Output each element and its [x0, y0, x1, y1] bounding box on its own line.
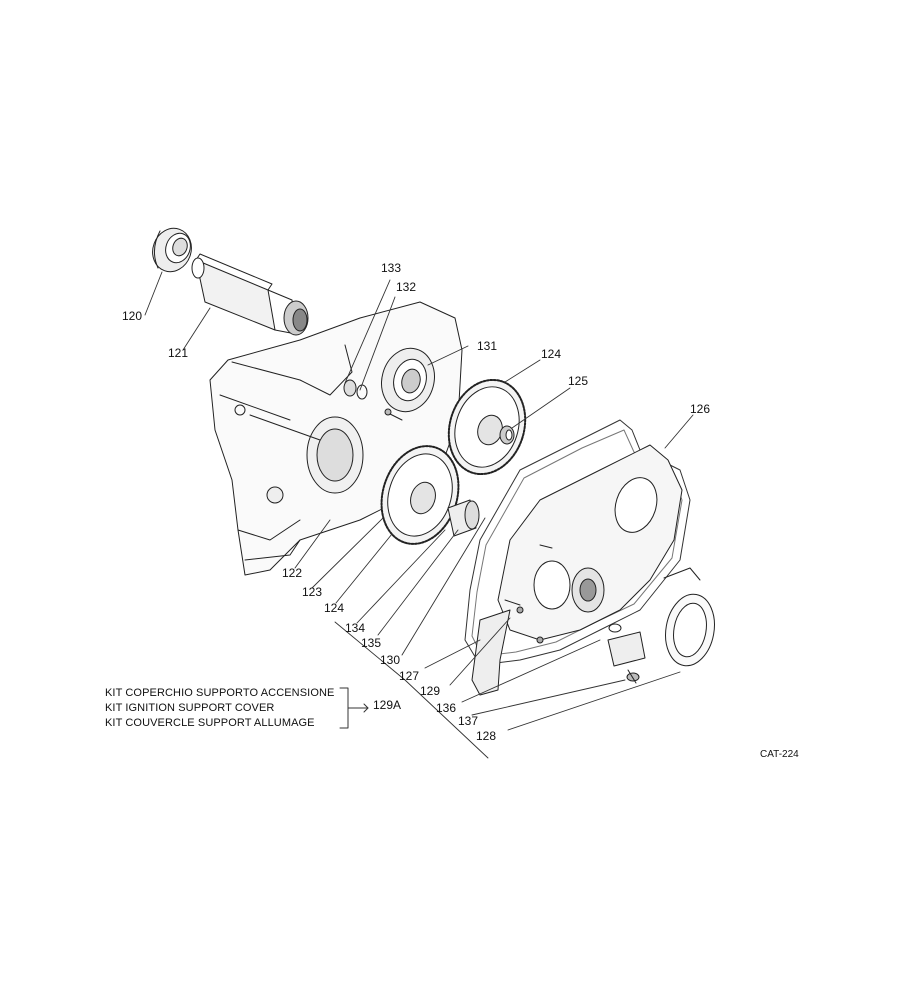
bracket-129 — [471, 609, 511, 696]
callout-labels: 120 121 133 132 131 124 125 126 122 123 … — [122, 261, 710, 743]
kit-label-french: KIT COUVERCLE SUPPORT ALLUMAGE — [105, 717, 315, 729]
bearing-120 — [152, 227, 192, 273]
callout-130: 130 — [380, 653, 400, 667]
callout-133: 133 — [381, 261, 401, 275]
callout-124-upper: 124 — [541, 347, 561, 361]
seal-ring-128 — [663, 567, 715, 667]
callout-127: 127 — [399, 669, 419, 683]
screw-137 — [626, 669, 640, 684]
gear-124-upper — [447, 378, 527, 476]
leader-lines — [144, 271, 694, 759]
callout-123: 123 — [302, 585, 322, 599]
clamp-136 — [607, 623, 646, 667]
callout-134: 134 — [345, 621, 365, 635]
callout-136: 136 — [436, 701, 456, 715]
gear-124-lower — [380, 445, 460, 545]
bushing-125 — [499, 425, 515, 445]
callout-129: 129 — [420, 684, 440, 698]
kit-label-italian: KIT COPERCHIO SUPPORTO ACCENSIONE — [105, 687, 335, 699]
kit-bracket — [339, 687, 369, 729]
ring-133 — [343, 379, 357, 397]
callout-124-lower: 124 — [324, 601, 344, 615]
callout-128: 128 — [476, 729, 496, 743]
callout-120: 120 — [122, 309, 142, 323]
shaft-121 — [191, 253, 309, 336]
bearing-131 — [381, 347, 435, 413]
callout-135: 135 — [361, 636, 381, 650]
callout-137: 137 — [458, 714, 478, 728]
catalog-code: CAT-224 — [760, 749, 799, 760]
callout-122: 122 — [282, 566, 302, 580]
callout-132: 132 — [396, 280, 416, 294]
bush-130 — [447, 499, 480, 537]
callout-125: 125 — [568, 374, 588, 388]
callout-131: 131 — [477, 339, 497, 353]
kit-reference-number: 129A — [373, 698, 402, 712]
callout-121: 121 — [168, 346, 188, 360]
kit-label-english: KIT IGNITION SUPPORT COVER — [105, 702, 275, 714]
cover-126 — [497, 444, 683, 644]
callout-126: 126 — [690, 402, 710, 416]
